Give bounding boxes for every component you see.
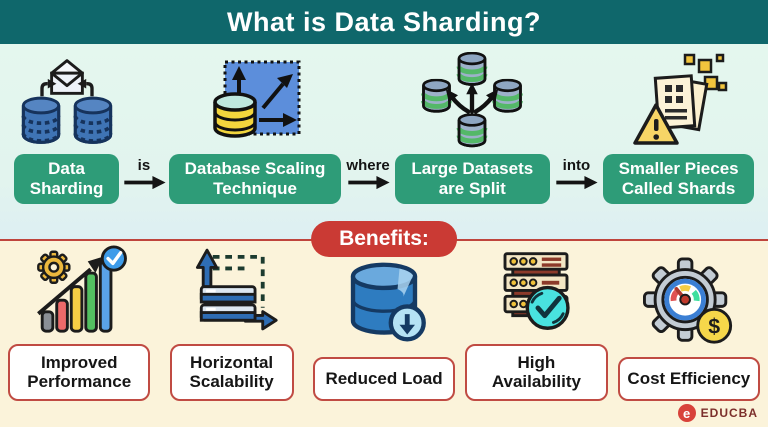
benefits-title-badge: Benefits: [311, 221, 457, 257]
flow-step-scaling-technique: Database Scaling Technique [168, 56, 342, 204]
gear-icon [37, 250, 71, 284]
database-scaling-icon [213, 60, 301, 138]
flow-box-datasets-split: Large Datasets are Split [394, 153, 550, 204]
benefit-reduced-load: Reduced Load [312, 257, 456, 401]
flow-connector-is: is [119, 157, 169, 190]
connector-label: into [562, 157, 591, 174]
educba-logo-icon: e [677, 404, 696, 422]
shards-icon [632, 53, 727, 145]
high-availability-icon [503, 252, 571, 330]
brand-name: EDUCBA [700, 406, 758, 420]
benefit-label: Improved Performance [8, 343, 151, 401]
check-circle-icon [100, 245, 128, 272]
benefit-high-availability: High Availability [465, 244, 608, 401]
datasets-split-icon [416, 52, 528, 148]
data-sharding-icon [21, 59, 113, 145]
arrow-right-icon [554, 175, 598, 190]
performance-icon [37, 245, 128, 333]
dollar-coin-icon [696, 307, 732, 344]
flow-box-data-sharding: Data Sharding [14, 153, 120, 204]
connector-label: is [137, 157, 151, 174]
flow-step-data-sharding: Data Sharding [14, 56, 120, 204]
brand-watermark: e EDUCBA [677, 404, 758, 422]
connector-label: where [346, 157, 390, 174]
flow-box-scaling-technique: Database Scaling Technique [168, 153, 342, 204]
arrow-right-icon [122, 175, 166, 190]
benefit-improved-performance: Improved Performance [8, 244, 151, 401]
benefit-label: Reduced Load [312, 357, 456, 401]
flow-connector-where: where [341, 157, 395, 190]
header-banner: What is Data Sharding? [0, 0, 768, 44]
flow-step-shards: Smaller Pieces Called Shards [603, 53, 754, 204]
benefit-label: Horizontal Scalability [169, 343, 294, 401]
reduced-load-icon [350, 262, 426, 342]
flow-step-datasets-split: Large Datasets are Split [394, 52, 550, 204]
flow-diagram: Data Sharding is Database Scaling Techni… [0, 44, 768, 240]
benefit-cost-efficiency: $ Cost Efficiency [617, 257, 761, 401]
benefit-label: High Availability [465, 343, 608, 401]
page-title: What is Data Sharding? [226, 6, 542, 37]
cost-efficiency-icon: $ [642, 257, 732, 344]
svg-text:$: $ [708, 315, 720, 339]
arrow-right-icon [346, 175, 390, 190]
benefit-label: Cost Efficiency [617, 357, 761, 401]
flow-connector-into: into [550, 157, 604, 190]
flow-box-shards: Smaller Pieces Called Shards [603, 153, 754, 204]
horizontal-scalability-icon [195, 248, 278, 331]
check-circle-icon [526, 285, 571, 330]
benefit-horizontal-scalability: Horizontal Scalability [160, 244, 302, 401]
benefits-row: Improved Performance Horizontal [0, 241, 768, 427]
